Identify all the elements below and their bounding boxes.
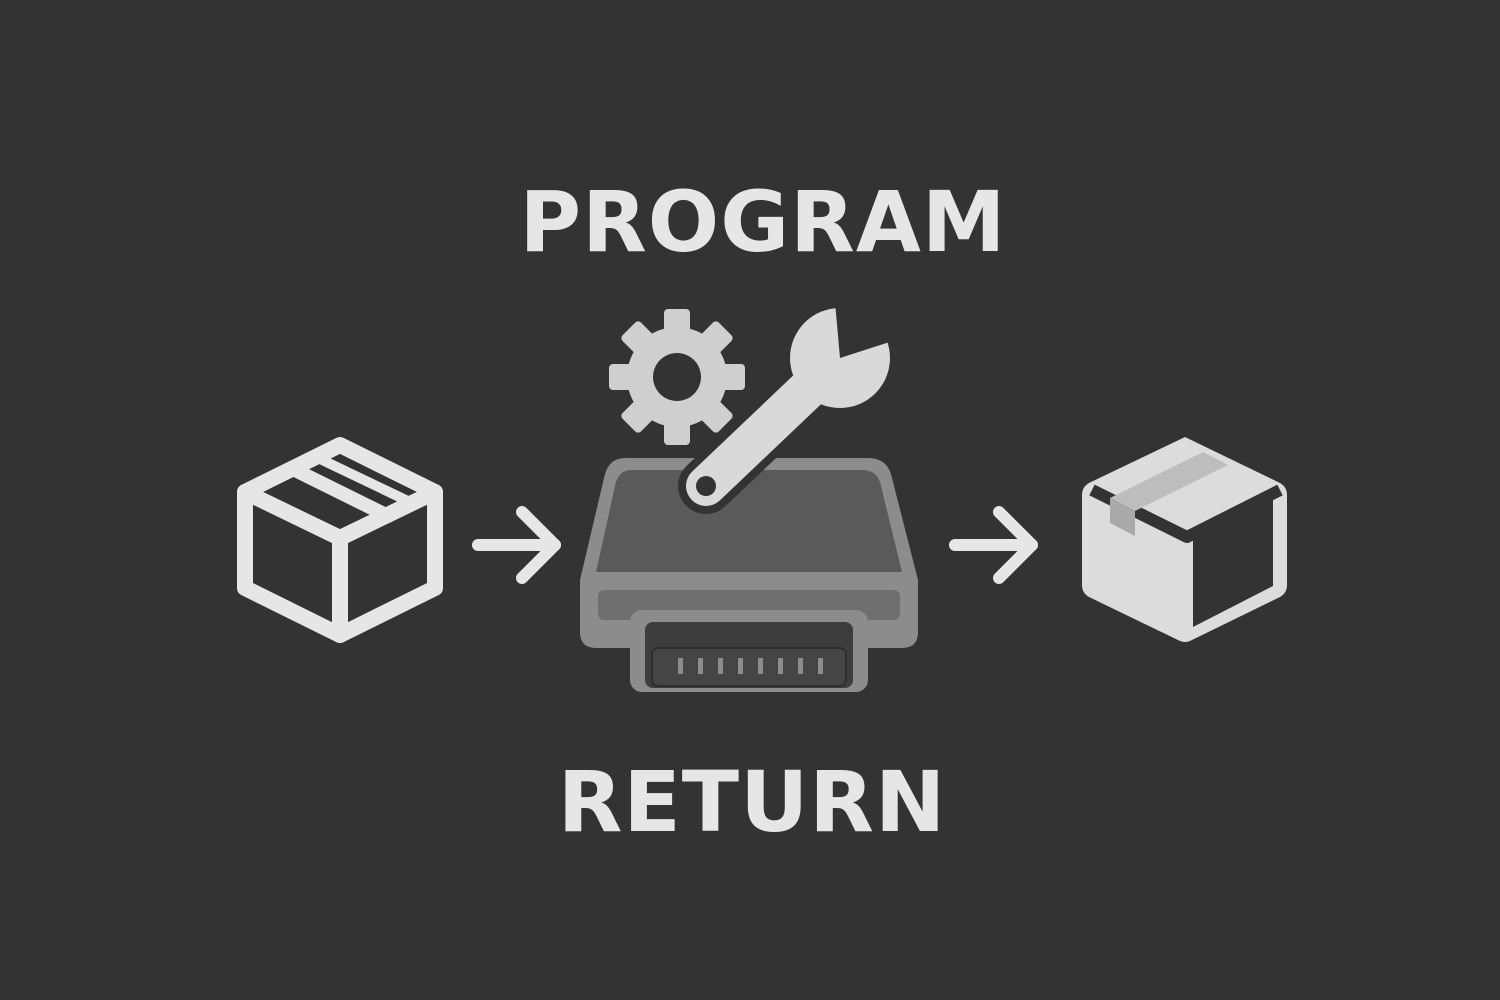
return-label: RETURN	[557, 753, 947, 851]
package-box-filled-icon	[1082, 437, 1287, 642]
wrench-icon	[678, 300, 896, 514]
arrow-right-icon	[949, 506, 1038, 584]
gear-icon	[609, 309, 745, 445]
arrow-right-icon	[472, 506, 561, 584]
program-label: PROGRAM	[519, 173, 1007, 271]
package-box-outline-icon	[237, 437, 443, 643]
programmer-device-icon	[580, 458, 918, 692]
